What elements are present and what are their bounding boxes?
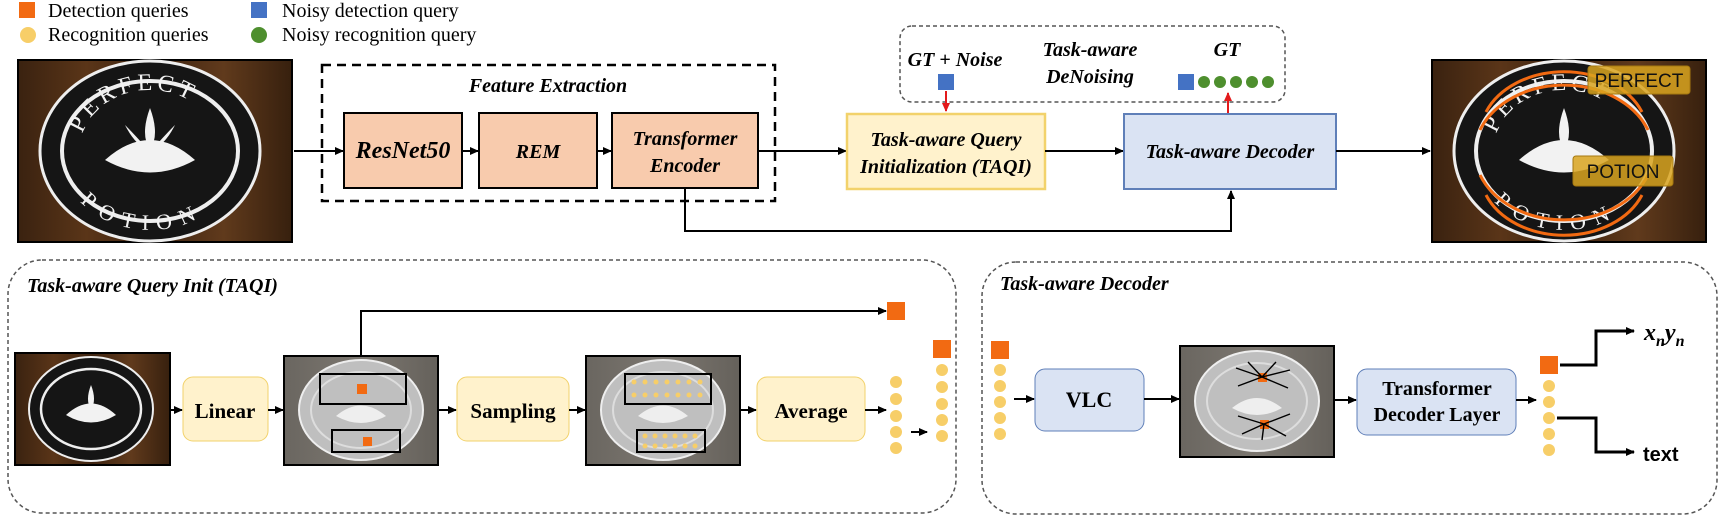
transformer-encoder-label-1: Transformer [633, 128, 738, 150]
noisy-recognition-query-swatch [251, 27, 267, 43]
output-image: PERFECT POTION PERFECT POTION [1431, 59, 1707, 243]
tdl-label-2: Decoder Layer [1374, 404, 1501, 426]
legend-noisy-detection-query: Noisy detection query [282, 0, 459, 22]
output-label-potion-box [1572, 155, 1674, 187]
arrow-to-coordinates [1560, 327, 1635, 367]
noisy-recognition-query-5 [1262, 76, 1274, 88]
taqi-input-image [14, 352, 171, 466]
noisy-recognition-query-4 [1246, 76, 1258, 88]
tdl-label-1: Transformer [1382, 378, 1492, 400]
arrow-encoder-to-decoder [684, 188, 1235, 232]
noisy-recognition-query-3 [1230, 76, 1242, 88]
noisy-recognition-query-1 [1198, 76, 1210, 88]
feature-extraction-group [320, 63, 777, 203]
sampling-label: Sampling [470, 399, 556, 423]
rem-label: REM [515, 141, 562, 163]
taqi-detection-query-out [887, 302, 905, 320]
taqi-panel-title: Task-aware Query Init (TAQI) [27, 275, 278, 297]
taqi-feature-map [283, 355, 439, 466]
task-aware-decoder-block [1123, 113, 1337, 190]
task-aware-decoder-label: Task-aware Decoder [1146, 141, 1315, 163]
feature-extraction-title: Feature Extraction [468, 75, 627, 97]
output-label-perfect-box [1587, 65, 1691, 95]
resnet50-label: ResNet50 [355, 138, 451, 164]
decoder-panel-title: Task-aware Decoder [1000, 273, 1169, 295]
denoising-group [899, 25, 1286, 103]
denoising-label-2: DeNoising [1045, 66, 1134, 88]
arrow-to-text [1557, 416, 1635, 456]
output-text: text [1643, 444, 1679, 466]
rem-block [478, 112, 598, 189]
taqi-block [845, 112, 1047, 191]
legend: Detection queries Recognition queries No… [19, 0, 476, 46]
taqi-label-2: Initialization (TAQI) [859, 156, 1032, 178]
transformer-encoder-label-2: Encoder [649, 155, 720, 177]
noisy-detection-query-swatch [251, 2, 267, 18]
legend-detection-queries: Detection queries [48, 0, 189, 22]
taqi-sampled-map [585, 355, 741, 466]
average-label: Average [774, 399, 847, 423]
decoder-panel [981, 261, 1718, 515]
taqi-label-1: Task-aware Query [871, 129, 1022, 151]
output-label-perfect: PERFECT [1595, 71, 1684, 92]
transformer-decoder-layer-block [1356, 368, 1517, 436]
taqi-output-queries [933, 340, 951, 442]
decoder-output-queries [1540, 356, 1558, 456]
detection-query-swatch [19, 2, 35, 18]
taqi-average-queries [890, 376, 902, 454]
noisy-detection-query-input [938, 74, 954, 90]
input-image: PERFECT POTION [17, 59, 293, 243]
legend-recognition-queries: Recognition queries [48, 24, 209, 46]
noisy-detection-query-output [1178, 74, 1194, 90]
vlc-label: VLC [1066, 387, 1112, 412]
denoising-label-1: Task-aware [1043, 39, 1138, 61]
recognition-query-swatch [20, 27, 36, 43]
noisy-recognition-query-2 [1214, 76, 1226, 88]
gt-noise-label: GT + Noise [908, 49, 1003, 71]
decoder-input-queries [991, 341, 1009, 440]
arrow-map-to-detection-query [360, 307, 887, 356]
gt-label: GT [1214, 39, 1241, 61]
linear-label: Linear [195, 399, 256, 423]
transformer-encoder-block [611, 112, 759, 189]
output-label-potion: POTION [1587, 162, 1660, 183]
taqi-panel [7, 259, 957, 514]
decoder-attention-map [1179, 345, 1335, 458]
output-coordinates: xnyn [1643, 320, 1685, 350]
legend-noisy-recognition-query: Noisy recognition query [282, 24, 476, 46]
